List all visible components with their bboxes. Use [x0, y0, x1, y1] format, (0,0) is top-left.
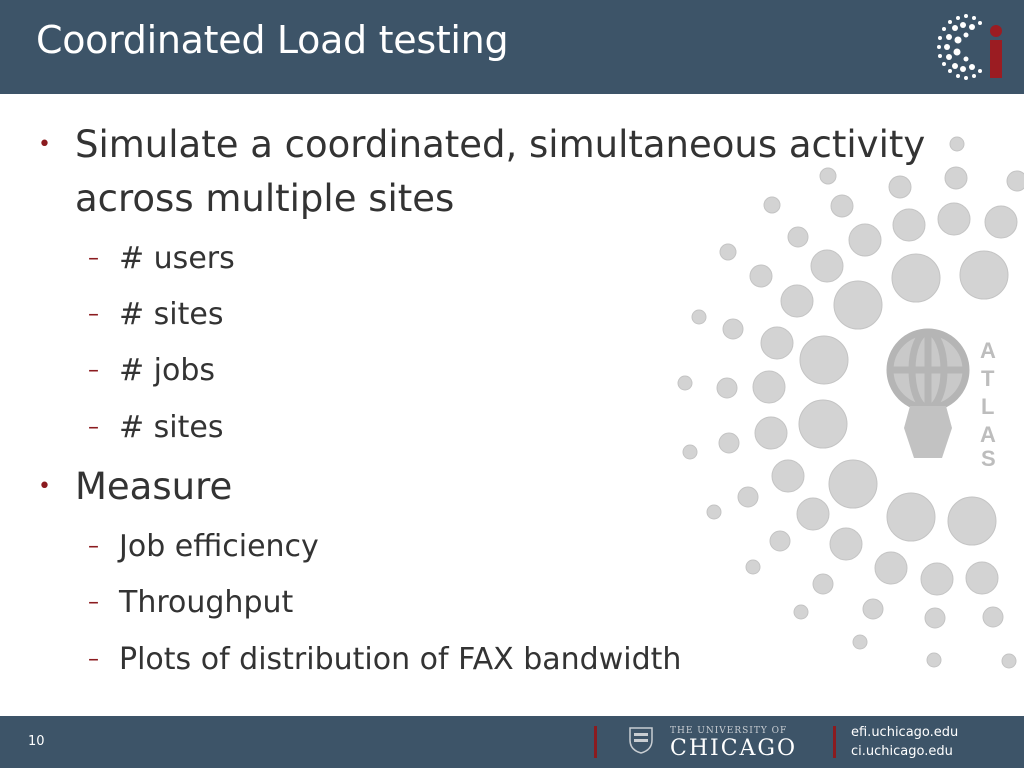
university-name-small: THE UNIVERSITY OF	[670, 726, 788, 736]
atlas-letter: A	[980, 338, 996, 363]
dash-icon: –	[88, 590, 99, 615]
decorative-circles	[677, 136, 1024, 669]
footer-divider	[594, 726, 597, 758]
page-number: 10	[28, 734, 45, 749]
slide-title: Coordinated Load testing	[36, 18, 509, 62]
dash-icon: –	[88, 647, 99, 672]
sub-bullet-text: Job efficiency	[119, 529, 319, 564]
university-crest-icon	[629, 727, 653, 754]
ci-logo-icon	[937, 14, 1002, 80]
bullet-dot-icon: •	[38, 132, 51, 157]
atlas-letter: T	[981, 366, 995, 391]
sub-bullet-text: # sites	[119, 410, 224, 445]
sub-bullet-text: # sites	[119, 297, 224, 332]
slide-footer: 10 THE UNIVERSITY OF CHICAGO efi.uchicag…	[0, 716, 1024, 768]
slide-header: Coordinated Load testing	[0, 0, 1024, 94]
atlas-letter: A	[980, 422, 996, 447]
atlas-logo-icon: A T L A S	[886, 328, 996, 468]
sub-bullet-text: # jobs	[119, 353, 216, 388]
dash-icon: –	[88, 358, 99, 383]
bullet-dot-icon: •	[38, 474, 51, 499]
sub-bullet-text: # users	[119, 241, 235, 276]
footer-url-ci[interactable]: ci.uchicago.edu	[851, 744, 953, 759]
bullet-text: Measure	[75, 465, 233, 508]
footer-url-efi[interactable]: efi.uchicago.edu	[851, 725, 959, 740]
sub-bullet-text: Plots of distribution of FAX bandwidth	[119, 642, 682, 677]
university-name: CHICAGO	[670, 736, 798, 761]
dash-icon: –	[88, 246, 99, 271]
bullet-text: Simulate a coordinated, simultaneous act…	[75, 123, 926, 166]
sub-bullet-text: Throughput	[119, 585, 294, 620]
bullet-text: across multiple sites	[75, 177, 455, 220]
dash-icon: –	[88, 534, 99, 559]
dash-icon: –	[88, 302, 99, 327]
atlas-letter: S	[981, 446, 996, 468]
dash-icon: –	[88, 415, 99, 440]
atlas-letter: L	[981, 394, 994, 419]
footer-divider	[833, 726, 836, 758]
